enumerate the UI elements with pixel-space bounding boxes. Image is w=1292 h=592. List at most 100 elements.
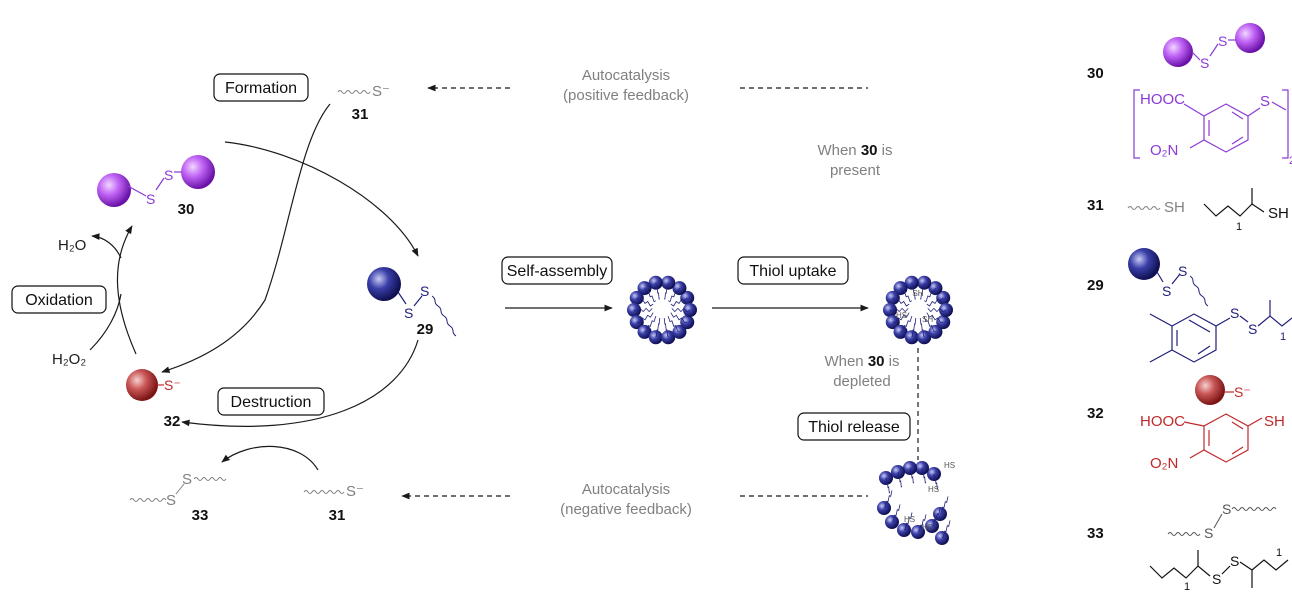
- oxidation-label: Oxidation: [25, 292, 93, 309]
- svg-text:HS: HS: [922, 523, 933, 532]
- svg-text:O₂N: O₂N: [1150, 455, 1178, 472]
- svg-text:SH: SH: [1268, 205, 1289, 222]
- svg-text:HS: HS: [896, 311, 907, 320]
- destruction-label-box: Destruction: [217, 387, 325, 416]
- vesicle-tail: [939, 496, 949, 515]
- compound-30-cycle: S S 30: [97, 155, 215, 218]
- vesicle-tail: [670, 297, 688, 307]
- thiol-release-label: Thiol release: [808, 419, 900, 436]
- vesicle-tail: [883, 490, 893, 509]
- vesicle-tail: [891, 504, 901, 523]
- svg-text:SH: SH: [1264, 413, 1285, 430]
- legend-32: 32 S⁻ HOOC SH O₂N: [1087, 375, 1285, 472]
- svg-text:S: S: [1230, 305, 1239, 321]
- svg-text:S: S: [1204, 525, 1213, 541]
- svg-text:33: 33: [192, 507, 209, 524]
- compound-33-bottom: S S 33: [129, 471, 227, 524]
- positive-feedback-line2: (positive feedback): [563, 87, 689, 104]
- svg-text:1: 1: [1236, 221, 1242, 233]
- svg-text:HS: HS: [928, 485, 939, 494]
- vesicle-tail: [923, 287, 936, 303]
- svg-text:S: S: [182, 471, 192, 488]
- vesicle-tail: [903, 512, 913, 531]
- formation-label: Formation: [225, 80, 297, 97]
- svg-text:SH: SH: [1164, 199, 1185, 216]
- when-30-present-line1: When 30 is: [817, 142, 892, 159]
- h2o-label: H₂O: [58, 237, 86, 254]
- vesicle-tail: [667, 315, 680, 333]
- svg-text:30: 30: [178, 201, 195, 218]
- vesicle-tail: [926, 312, 944, 323]
- vesicle-tail: [892, 297, 910, 307]
- svg-text:S: S: [1178, 263, 1187, 279]
- svg-text:2: 2: [1289, 155, 1292, 167]
- vesicle-tail: [931, 508, 941, 527]
- vesicle-tail: [900, 315, 913, 333]
- svg-text:S: S: [420, 283, 429, 299]
- svg-text:SH: SH: [912, 289, 923, 298]
- vesicle-tail: [636, 312, 654, 323]
- vesicle-tail: [655, 317, 661, 338]
- destruction-label: Destruction: [231, 394, 312, 411]
- svg-text:S: S: [1162, 283, 1171, 299]
- svg-text:S: S: [1248, 321, 1257, 337]
- svg-text:S⁻: S⁻: [1234, 384, 1251, 400]
- svg-text:S: S: [1230, 553, 1239, 569]
- svg-text:S: S: [1200, 55, 1209, 71]
- legend-33: 33 S S 1 S S 1: [1087, 501, 1289, 592]
- h2o2-label: H₂O₂: [52, 351, 86, 368]
- svg-text:30: 30: [1087, 65, 1104, 82]
- svg-text:S: S: [404, 305, 413, 321]
- vesicle-tail: [911, 317, 917, 338]
- vesicle-tail: [671, 307, 691, 313]
- arrow-h2o-out: [91, 233, 122, 259]
- thiol-release-label-box: Thiol release: [797, 412, 911, 441]
- vesicle-with-thiols: SH HS SH: [883, 275, 953, 345]
- svg-text:S⁻: S⁻: [164, 377, 181, 393]
- svg-text:1: 1: [1276, 547, 1282, 559]
- svg-text:33: 33: [1087, 525, 1104, 542]
- arrow-to-33: [221, 445, 319, 471]
- svg-text:HOOC: HOOC: [1140, 91, 1185, 108]
- svg-text:S⁻: S⁻: [346, 483, 364, 500]
- svg-text:S: S: [1212, 571, 1221, 587]
- vesicle-tail: [663, 317, 669, 338]
- thiol-uptake-label-box: Thiol uptake: [737, 256, 849, 285]
- vesicle-tail: [644, 315, 657, 333]
- svg-text:32: 32: [1087, 405, 1104, 422]
- legend-30: 30 S S 2 HOOC S O₂N: [1087, 23, 1292, 167]
- compound-29: S S 29: [367, 267, 457, 338]
- arrow-31-to-32: [161, 103, 331, 373]
- vesicle-tail: [917, 514, 927, 533]
- legend-29: 29 S S S S 1: [1087, 248, 1292, 363]
- when-30-depleted-line2: depleted: [833, 373, 891, 390]
- positive-feedback-line1: Autocatalysis: [582, 67, 670, 84]
- vesicle-tail: [926, 297, 944, 307]
- vesicle-tail: [636, 297, 654, 307]
- svg-text:S: S: [1218, 33, 1227, 49]
- vesicle-tail: [644, 287, 657, 303]
- svg-text:31: 31: [329, 507, 346, 524]
- vesicle-tail: [897, 471, 903, 488]
- vesicle-tail: [923, 315, 936, 333]
- vesicle-tail: [927, 307, 947, 313]
- vesicle-tail: [633, 307, 653, 313]
- vesicle-tail: [670, 312, 688, 323]
- arrow-29-to-32: [181, 339, 419, 427]
- negative-feedback-line2: (negative feedback): [560, 501, 692, 518]
- vesicle-tail: [892, 312, 910, 323]
- compound-31-bottom: S⁻ 31: [303, 483, 364, 524]
- vesicle-releasing-thiols: HS HS HS HS: [877, 461, 955, 545]
- arrow-to-29: [224, 141, 419, 257]
- when-30-present-line2: present: [830, 162, 881, 179]
- svg-text:31: 31: [1087, 197, 1104, 214]
- thiol-uptake-label: Thiol uptake: [749, 263, 836, 280]
- svg-text:1: 1: [1280, 331, 1286, 343]
- vesicle-tail: [900, 287, 913, 303]
- vesicle-tail: [664, 282, 669, 300]
- compound-31-top: S⁻ 31: [337, 83, 390, 123]
- svg-text:1: 1: [1184, 581, 1190, 592]
- arrow-oxidation: [116, 225, 137, 355]
- svg-text:S: S: [164, 167, 173, 183]
